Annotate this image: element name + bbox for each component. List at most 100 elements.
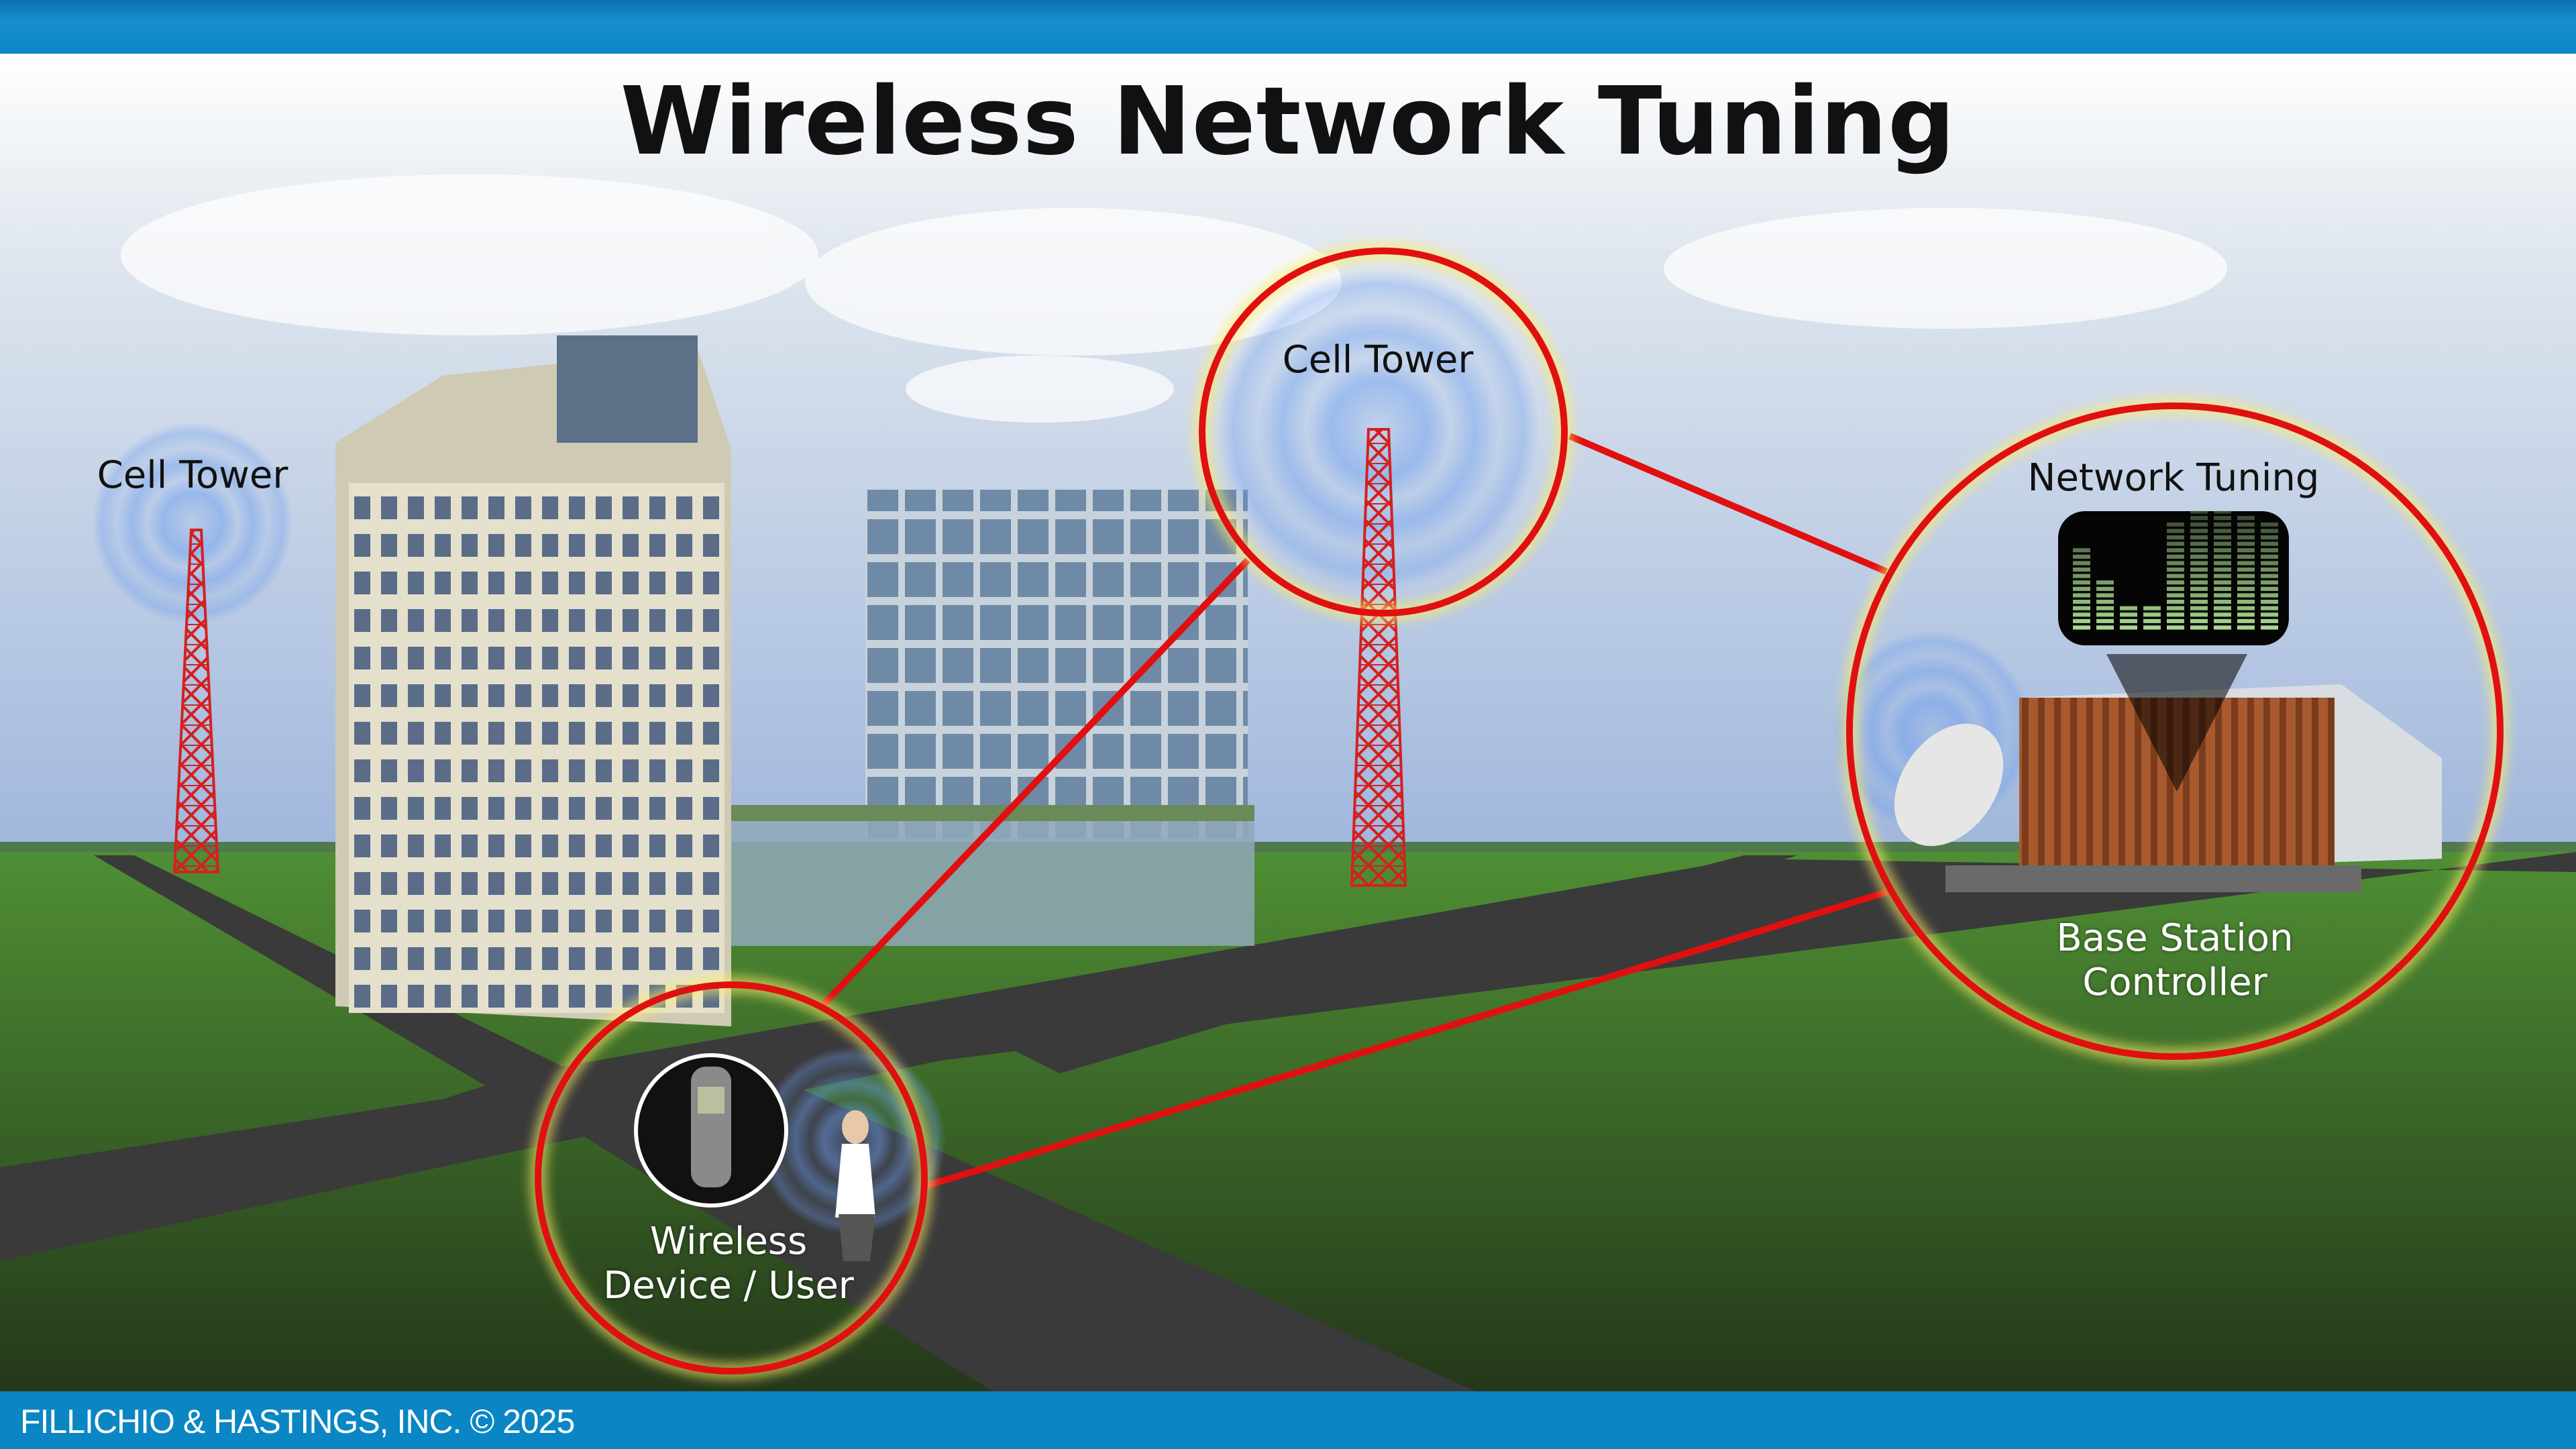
equalizer-segment (2167, 619, 2184, 623)
equalizer-segment (2143, 619, 2161, 623)
cell-tower-center-label: Cell Tower (1282, 338, 1474, 382)
equalizer-segment (2237, 522, 2255, 527)
equalizer-segment (2096, 580, 2114, 585)
equalizer-segment (2261, 625, 2278, 630)
equalizer-segment (2214, 529, 2231, 533)
network-tuning-label: Network Tuning (2027, 456, 2320, 500)
equalizer-segment (2190, 541, 2208, 546)
equalizer-segment (2167, 554, 2184, 559)
equalizer-segment (2167, 580, 2184, 585)
equalizer-segment (2214, 606, 2231, 610)
equalizer-segment (2237, 516, 2255, 521)
equalizer-segment (2261, 561, 2278, 566)
equalizer-segment (2237, 619, 2255, 623)
equalizer-segment (2190, 574, 2208, 578)
network-tuning-callout (1846, 402, 2504, 1060)
equalizer-segment (2167, 529, 2184, 533)
base-station-label: Base Station Controller (2056, 916, 2293, 1005)
equalizer-segment (2167, 625, 2184, 630)
equalizer-segment (2261, 600, 2278, 604)
equalizer-segment (2261, 580, 2278, 585)
equalizer-segment (2237, 535, 2255, 540)
equalizer-segment (2261, 593, 2278, 598)
equalizer-segment (2167, 568, 2184, 572)
device-callout (535, 981, 928, 1375)
equalizer-segment (2237, 548, 2255, 553)
equalizer-segment (2214, 516, 2231, 521)
equalizer-segment (2190, 568, 2208, 572)
equalizer-segment (2237, 574, 2255, 578)
equalizer-segment (2167, 593, 2184, 598)
equalizer-segment (2096, 593, 2114, 598)
equalizer-segment (2073, 561, 2090, 566)
signal-waves-left (92, 423, 293, 624)
equalizer-segment (2096, 612, 2114, 617)
equalizer-segment (2167, 600, 2184, 604)
equalizer-segment (2237, 568, 2255, 572)
equalizer-segment (2096, 586, 2114, 591)
equalizer-segment (2190, 554, 2208, 559)
equalizer-segment (2237, 541, 2255, 546)
equalizer-segment (2261, 619, 2278, 623)
equalizer-segment (2190, 612, 2208, 617)
equalizer-segment (2237, 561, 2255, 566)
equalizer-segment (2167, 522, 2184, 527)
equalizer-segment (2167, 535, 2184, 540)
equalizer-segment (2073, 600, 2090, 604)
equalizer-segment (2261, 541, 2278, 546)
equalizer-segment (2073, 548, 2090, 553)
equalizer-segment (2190, 600, 2208, 604)
equalizer-segment (2214, 535, 2231, 540)
wireless-device-line2: Device / User (603, 1264, 854, 1307)
equalizer-segment (2073, 574, 2090, 578)
equalizer-segment (2190, 593, 2208, 598)
equalizer-segment (2073, 593, 2090, 598)
equalizer-segment (2237, 529, 2255, 533)
equalizer-segment (2214, 580, 2231, 585)
equalizer-segment (2261, 586, 2278, 591)
cell-tower-callout (1199, 248, 1568, 616)
equalizer-segment (2073, 568, 2090, 572)
equalizer-segment (2214, 612, 2231, 617)
equalizer-segment (2261, 574, 2278, 578)
equalizer-segment (2237, 600, 2255, 604)
wireless-device-line1: Wireless (649, 1220, 808, 1263)
equalizer-segment (2214, 522, 2231, 527)
equalizer-segment (2261, 612, 2278, 617)
equalizer-segment (2214, 541, 2231, 546)
equalizer-segment (2261, 554, 2278, 559)
equalizer-segment (2261, 606, 2278, 610)
equalizer-segment (2167, 586, 2184, 591)
equalizer-segment (2261, 529, 2278, 533)
equalizer-segment (2073, 625, 2090, 630)
equalizer-segment (2214, 548, 2231, 553)
equalizer-segment (2073, 612, 2090, 617)
wireless-device-label: Wireless Device / User (603, 1220, 854, 1308)
equalizer-segment (2214, 509, 2231, 514)
equalizer-segment (2214, 554, 2231, 559)
equalizer-segment (2237, 606, 2255, 610)
equalizer-segment (2237, 612, 2255, 617)
equalizer-segment (2261, 535, 2278, 540)
equalizer-segment (2167, 548, 2184, 553)
equalizer-segment (2120, 606, 2137, 610)
equalizer-segment (2237, 593, 2255, 598)
equalizer-segment (2190, 535, 2208, 540)
equalizer-segment (2214, 619, 2231, 623)
footer: FILLICHIO & HASTINGS, INC. © 2025 (0, 1391, 2576, 1449)
cell-tower-left-label: Cell Tower (97, 453, 288, 497)
equalizer-segment (2190, 548, 2208, 553)
equalizer-segment (2096, 600, 2114, 604)
equalizer-segment (2167, 541, 2184, 546)
equalizer-segment (2190, 586, 2208, 591)
equalizer-segment (2167, 612, 2184, 617)
equalizer-segment (2167, 561, 2184, 566)
equalizer-segment (2237, 554, 2255, 559)
equalizer-segment (2190, 625, 2208, 630)
equalizer-segment (2214, 625, 2231, 630)
equalizer-segment (2237, 625, 2255, 630)
equalizer-segment (2143, 606, 2161, 610)
equalizer-segment (2073, 580, 2090, 585)
page-title: Wireless Network Tuning (620, 67, 1956, 176)
equalizer-segment (2167, 606, 2184, 610)
